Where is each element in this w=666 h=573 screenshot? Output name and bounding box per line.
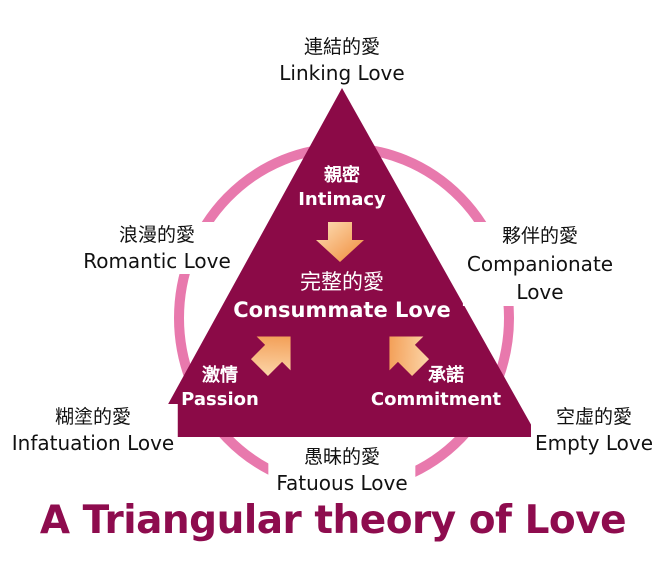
corner-linking-love: 連結的愛 Linking Love: [275, 34, 409, 86]
consummate-love: 完整的愛 Consummate Love: [233, 268, 451, 324]
component-passion: 激情 Passion: [181, 364, 259, 412]
intimacy-en: Intimacy: [298, 189, 386, 210]
linking-zh: 連結的愛: [303, 36, 381, 58]
corner-companionate-love: 夥伴的愛 Companionate Love: [462, 222, 618, 306]
companionate-zh: 夥伴的愛: [501, 225, 578, 247]
commitment-en: Commitment: [370, 389, 502, 410]
corner-fatuous-love: 愚昧的愛 Fatuous Love: [268, 444, 416, 496]
commitment-zh: 承諾: [428, 365, 464, 386]
passion-en: Passion: [181, 389, 259, 410]
intimacy-zh: 親密: [324, 165, 360, 186]
infatuation-en: Infatuation Love: [11, 431, 175, 455]
corner-infatuation-love: 糊塗的愛 Infatuation Love: [7, 404, 179, 456]
companionate-en-2: Love: [516, 280, 564, 304]
empty-zh: 空虛的愛: [555, 406, 632, 428]
empty-en: Empty Love: [534, 431, 654, 455]
corner-empty-love: 空虛的愛 Empty Love: [530, 404, 658, 456]
consummate-en: Consummate Love: [233, 298, 451, 322]
love-triangle: [150, 88, 538, 437]
arrow-up-right-icon: [250, 336, 291, 377]
romantic-zh: 浪漫的愛: [118, 224, 196, 246]
arrow-up-left-icon: [389, 336, 430, 377]
component-intimacy: 親密 Intimacy: [298, 164, 386, 212]
component-commitment: 承諾 Commitment: [371, 364, 501, 412]
companionate-en-1: Companionate: [466, 252, 614, 276]
infatuation-zh: 糊塗的愛: [54, 406, 132, 428]
passion-zh: 激情: [201, 365, 238, 386]
romantic-en: Romantic Love: [83, 249, 231, 273]
corner-romantic-love: 浪漫的愛 Romantic Love: [79, 222, 235, 274]
fatuous-zh: 愚昧的愛: [303, 446, 380, 468]
linking-en: Linking Love: [279, 61, 405, 85]
diagram-title: A Triangular theory of Love: [39, 498, 627, 543]
arrow-down-icon: [316, 222, 364, 262]
consummate-zh: 完整的愛: [299, 270, 384, 294]
fatuous-en: Fatuous Love: [276, 471, 408, 495]
